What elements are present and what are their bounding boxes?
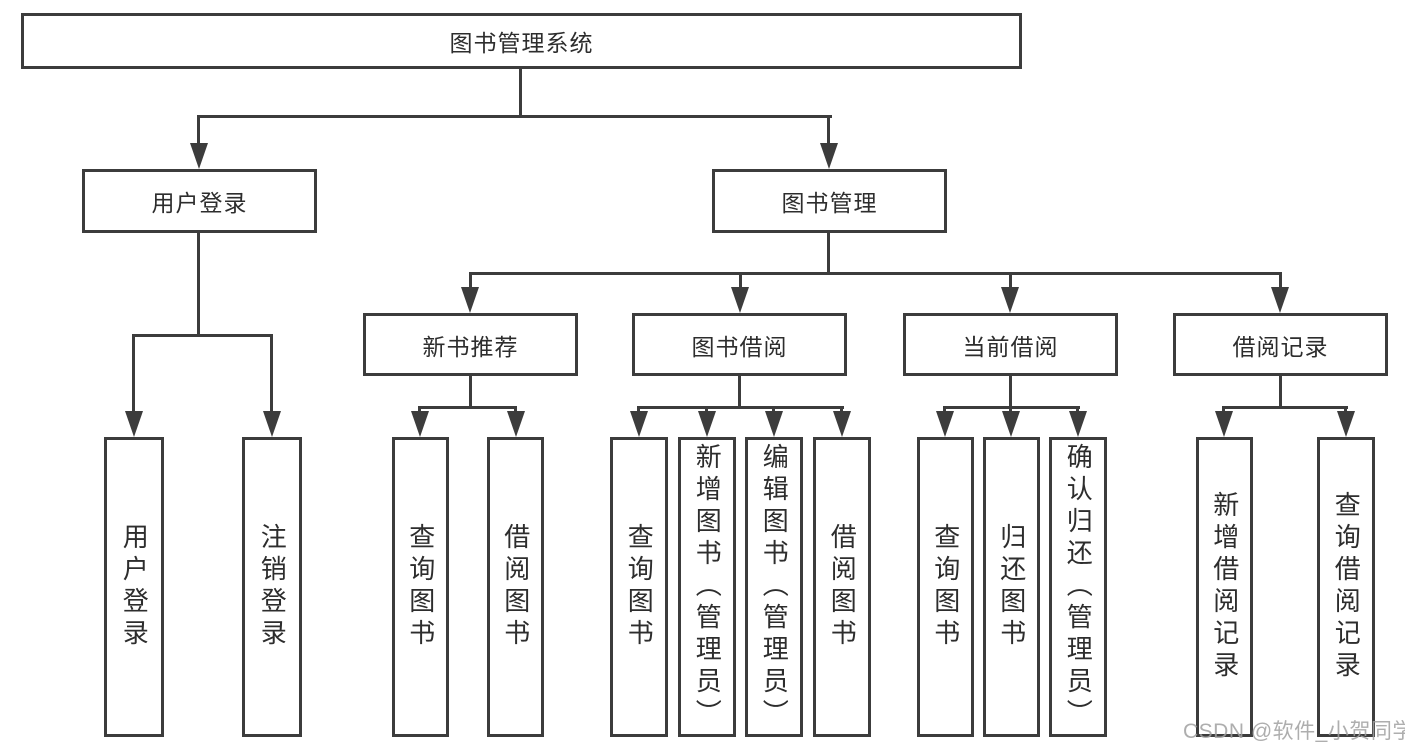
leaf-current-query-books: 查询图书 (917, 437, 974, 737)
connector-line (132, 334, 135, 414)
connector-line (827, 233, 830, 274)
connector-line (1223, 406, 1348, 409)
arrowhead-down-icon (1271, 287, 1289, 313)
connector-line (944, 406, 1080, 409)
node-label: 图书管理 (781, 190, 878, 216)
connector-line (738, 376, 741, 409)
arrowhead-down-icon (507, 411, 525, 437)
leaf-borrow-query-books: 查询图书 (610, 437, 668, 737)
leaf-logout: 注销登录 (242, 437, 302, 737)
leaf-current-confirm-return-admin: 确认归还（管理员） (1049, 437, 1107, 737)
connector-line (198, 115, 832, 118)
connector-line (638, 406, 844, 409)
node-system-root: 图书管理系统 (21, 13, 1022, 69)
node-label: 查询图书 (405, 523, 436, 651)
leaf-recommend-borrow-books: 借阅图书 (487, 437, 544, 737)
connector-line (739, 272, 742, 290)
node-book-borrow: 图书借阅 (632, 313, 847, 376)
arrowhead-down-icon (1001, 287, 1019, 313)
node-label: 确认归还（管理员） (1063, 443, 1094, 731)
arrowhead-down-icon (461, 287, 479, 313)
node-label: 借阅记录 (1232, 333, 1329, 360)
arrowhead-down-icon (1069, 411, 1087, 437)
connector-line (197, 233, 200, 337)
arrowhead-down-icon (190, 143, 208, 169)
arrowhead-down-icon (630, 411, 648, 437)
node-current-borrow: 当前借阅 (903, 313, 1118, 376)
leaf-borrow-edit-books-admin: 编辑图书（管理员） (745, 437, 803, 737)
node-user-login: 用户登录 (82, 169, 317, 233)
node-label: 查询借阅记录 (1331, 491, 1362, 683)
node-label: 编辑图书（管理员） (759, 443, 790, 731)
node-label: 查询图书 (624, 523, 655, 651)
connector-line (469, 376, 472, 409)
arrowhead-down-icon (765, 411, 783, 437)
arrowhead-down-icon (411, 411, 429, 437)
node-label: 当前借阅 (962, 333, 1059, 360)
node-label: 借阅图书 (827, 523, 858, 651)
leaf-records-query-record: 查询借阅记录 (1317, 437, 1375, 737)
connector-line (132, 334, 273, 337)
connector-line (827, 115, 830, 147)
node-label: 新增图书（管理员） (692, 443, 723, 731)
arrowhead-down-icon (731, 287, 749, 313)
connector-line (270, 334, 273, 414)
node-label: 查询图书 (930, 523, 961, 651)
connector-line (1009, 376, 1012, 409)
arrowhead-down-icon (125, 411, 143, 437)
connector-line (469, 272, 472, 290)
connector-line (419, 406, 517, 409)
connector-line (197, 115, 200, 147)
arrowhead-down-icon (263, 411, 281, 437)
arrowhead-down-icon (1002, 411, 1020, 437)
node-label: 用户登录 (119, 523, 150, 651)
node-borrow-records: 借阅记录 (1173, 313, 1388, 376)
connector-line (1279, 376, 1282, 409)
node-new-book-recommend: 新书推荐 (363, 313, 578, 376)
arrowhead-down-icon (1215, 411, 1233, 437)
leaf-current-return-books: 归还图书 (983, 437, 1040, 737)
leaf-recommend-query-books: 查询图书 (392, 437, 449, 737)
arrowhead-down-icon (820, 143, 838, 169)
node-label: 新书推荐 (422, 333, 519, 360)
leaf-borrow-borrow-books: 借阅图书 (813, 437, 871, 737)
node-label: 归还图书 (996, 523, 1027, 651)
arrowhead-down-icon (698, 411, 716, 437)
leaf-user-login: 用户登录 (104, 437, 164, 737)
node-label: 图书管理系统 (449, 30, 594, 56)
arrowhead-down-icon (936, 411, 954, 437)
leaf-borrow-add-books-admin: 新增图书（管理员） (678, 437, 736, 737)
node-label: 用户登录 (151, 190, 248, 216)
node-book-management: 图书管理 (712, 169, 947, 233)
connector-line (1009, 272, 1012, 290)
connector-line (519, 67, 522, 117)
node-label: 新增借阅记录 (1209, 491, 1240, 683)
arrowhead-down-icon (833, 411, 851, 437)
arrowhead-down-icon (1337, 411, 1355, 437)
node-label: 图书借阅 (691, 333, 788, 360)
leaf-records-add-record: 新增借阅记录 (1196, 437, 1253, 737)
node-label: 借阅图书 (500, 523, 531, 651)
csdn-watermark: CSDN @软件_小贺同学 (1183, 720, 1405, 743)
node-label: 注销登录 (257, 523, 288, 651)
connector-line (469, 272, 1282, 275)
connector-line (1279, 272, 1282, 290)
